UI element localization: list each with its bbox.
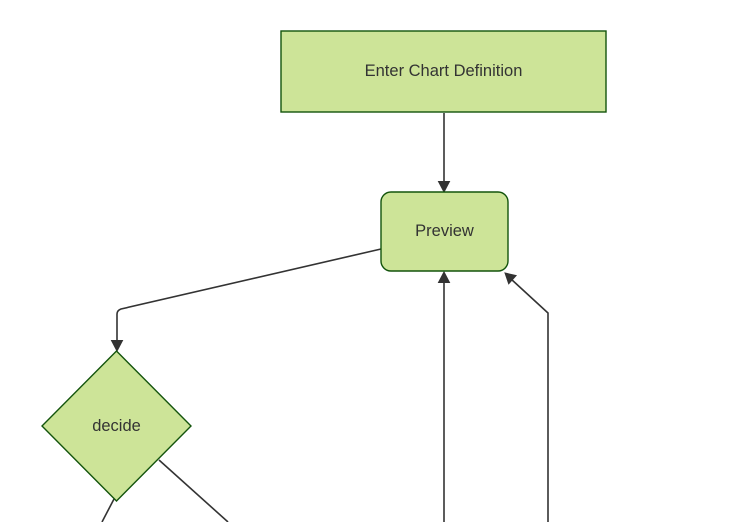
edge-decide-offscreen-left	[101, 498, 115, 522]
arrowhead-icon	[504, 272, 518, 285]
arrowhead-icon	[437, 181, 451, 194]
arrowhead-icon	[437, 270, 451, 283]
node-enter-chart-definition	[280, 30, 607, 113]
node-preview	[380, 191, 509, 272]
node-decide	[41, 350, 192, 502]
edge-offscreen-to-preview-corner	[510, 278, 549, 522]
arrowhead-icon	[110, 340, 124, 353]
edge-preview-to-decide	[116, 248, 382, 342]
edge-decide-offscreen-right	[158, 459, 229, 522]
